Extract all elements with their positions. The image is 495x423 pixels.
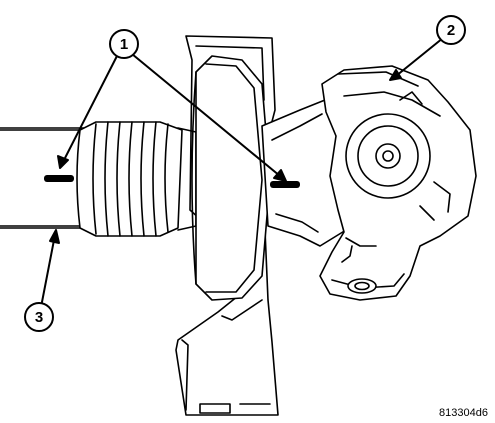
callout-circle-3 bbox=[24, 302, 54, 332]
figure-code: 813304d6 bbox=[439, 407, 488, 419]
callout-number-2: 2 bbox=[447, 22, 455, 39]
reference-mark-bearing bbox=[270, 181, 300, 188]
callout-circle-1 bbox=[109, 29, 139, 59]
universal-joint-yoke bbox=[319, 65, 477, 301]
leader-lines bbox=[41, 37, 444, 303]
callout-number-3: 3 bbox=[35, 309, 43, 326]
center-bearing bbox=[191, 55, 271, 301]
slip-yoke-boot bbox=[76, 121, 197, 237]
callout-circle-2 bbox=[436, 15, 466, 45]
callout-number-1: 1 bbox=[120, 36, 128, 53]
reference-mark-shaft bbox=[44, 175, 74, 182]
